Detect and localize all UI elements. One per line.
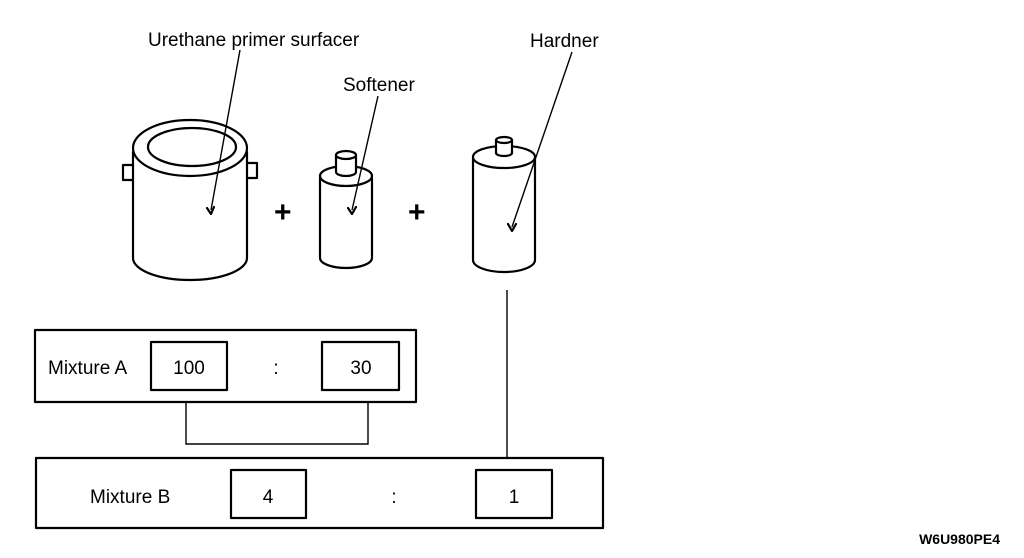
pointer-lines [205,49,573,233]
mixture-a-separator: : [273,358,278,379]
plus-operator-1: + [274,196,292,229]
connector-lines [185,290,508,458]
mixture-a-softener-ratio: 30 [350,358,371,379]
primer-label: Urethane primer surfacer [148,30,360,51]
mixture-b-box: Mixture B 4 : 1 [34,456,605,530]
hardener-label: Hardner [530,31,599,52]
mixture-a-label: Mixture A [48,358,128,379]
mixture-a-primer-ratio: 100 [173,358,205,379]
plus-operator-2: + [408,196,426,229]
mixture-b-separator: : [391,487,396,508]
mixture-a-box: Mixture A 100 : 30 [33,328,418,404]
figure-code: W6U980PE4 [919,531,1000,547]
mixture-b-label: Mixture B [90,487,170,508]
mixture-b-mixture-a-ratio: 4 [263,487,274,508]
softener-label: Softener [343,75,415,96]
mixture-b-hardener-ratio: 1 [509,487,520,508]
hardener-bottle-icon [471,135,537,274]
softener-bottle-icon [318,149,374,270]
primer-can-icon [121,118,259,282]
